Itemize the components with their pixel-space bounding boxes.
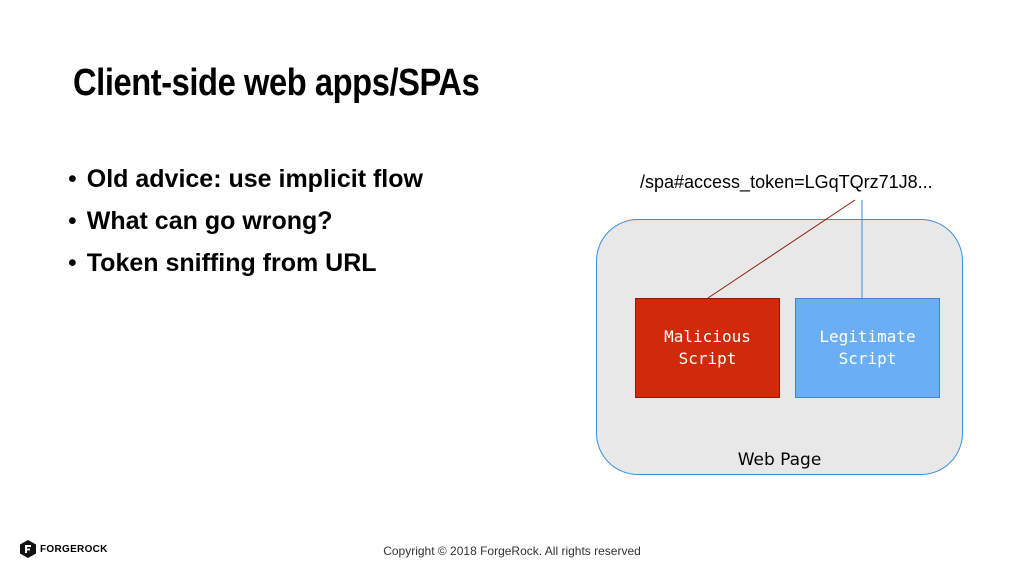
bullet-marker: • [68, 249, 77, 277]
logo-text: FORGEROCK [40, 543, 108, 555]
slide-title: Client-side web apps/SPAs [73, 62, 480, 104]
bullet-text: What can go wrong? [86, 207, 333, 235]
web-page-label: Web Page [737, 450, 822, 470]
legitimate-script-box: Legitimate Script [795, 298, 940, 398]
malicious-script-box: Malicious Script [635, 298, 780, 398]
bullet-list: • Old advice: use implicit flow • What can… [68, 160, 423, 286]
bullet-text: Token sniffing from URL [86, 249, 377, 277]
bullet-marker: • [68, 207, 77, 235]
forgerock-logo: FORGEROCK [20, 540, 108, 558]
bullet-item: • Old advice: use implicit flow [68, 160, 423, 202]
bullet-item: • What can go wrong? [68, 202, 423, 244]
bullet-text: Old advice: use implicit flow [86, 165, 423, 193]
bullet-item: • Token sniffing from URL [68, 244, 423, 286]
forgerock-logo-icon [20, 540, 36, 558]
copyright-text: Copyright © 2018 ForgeRock. All rights r… [383, 544, 641, 558]
url-label: /spa#access_token=LGqTQrz71J8... [640, 172, 933, 192]
bullet-marker: • [68, 165, 77, 193]
